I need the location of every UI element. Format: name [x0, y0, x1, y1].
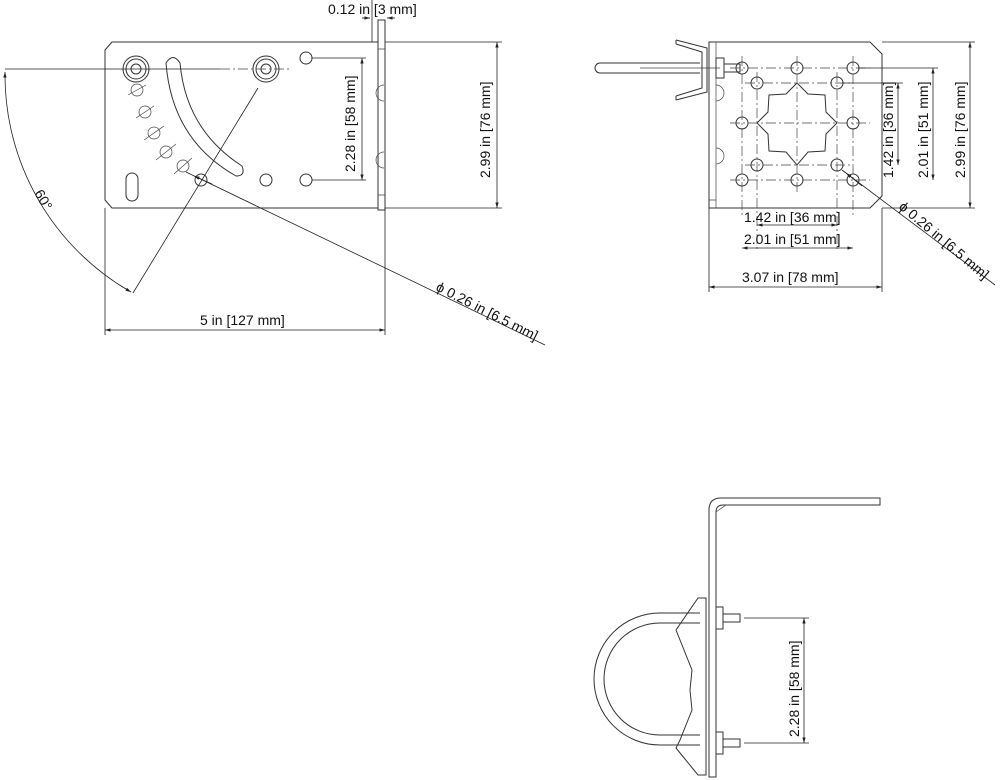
inner-vertical-label: 1.42 in [36 mm] — [880, 82, 896, 179]
hole-pattern — [735, 61, 860, 187]
bolt-spacing-label: 2.28 in [58 mm] — [786, 641, 802, 738]
front-height-label: 2.99 in [76 mm] — [952, 82, 968, 179]
inner-horizontal-label: 1.42 in [36 mm] — [744, 209, 841, 225]
pipe-clamp — [594, 39, 741, 101]
hole-spacing-label: 2.28 in [58 mm] — [342, 76, 358, 173]
bracket-flange — [377, 19, 386, 211]
hole-diameter-label: ϕ 0.26 in [6.5 mm] — [434, 278, 541, 343]
side-view: 60° 0.12 in [3 mm] 2.28 in [58 mm] 2.99 … — [3, 0, 546, 346]
thickness-label: 0.12 in [3 mm] — [328, 1, 417, 17]
angle-label: 60° — [31, 187, 55, 213]
front-view: 1.42 in [36 mm] 2.01 in [51 mm] 2.99 in … — [594, 39, 996, 292]
arc-slot — [165, 57, 244, 177]
saddle-clamp — [675, 597, 707, 776]
front-hole-diameter-label: ϕ 0.26 in [6.5 mm] — [896, 198, 992, 282]
front-plate — [708, 41, 883, 209]
u-bolt — [593, 612, 700, 746]
l-bracket — [708, 497, 881, 778]
height-label: 2.99 in [76 mm] — [477, 82, 493, 179]
outer-horizontal-label: 2.01 in [51 mm] — [744, 231, 841, 247]
clamp-side-view: 2.28 in [58 mm] — [593, 497, 881, 778]
length-label: 5 in [127 mm] — [200, 312, 285, 328]
slot-hole — [125, 172, 139, 202]
width-label: 3.07 in [78 mm] — [742, 269, 839, 285]
detent-holes — [127, 83, 208, 187]
outer-vertical-label: 2.01 in [51 mm] — [915, 82, 931, 179]
